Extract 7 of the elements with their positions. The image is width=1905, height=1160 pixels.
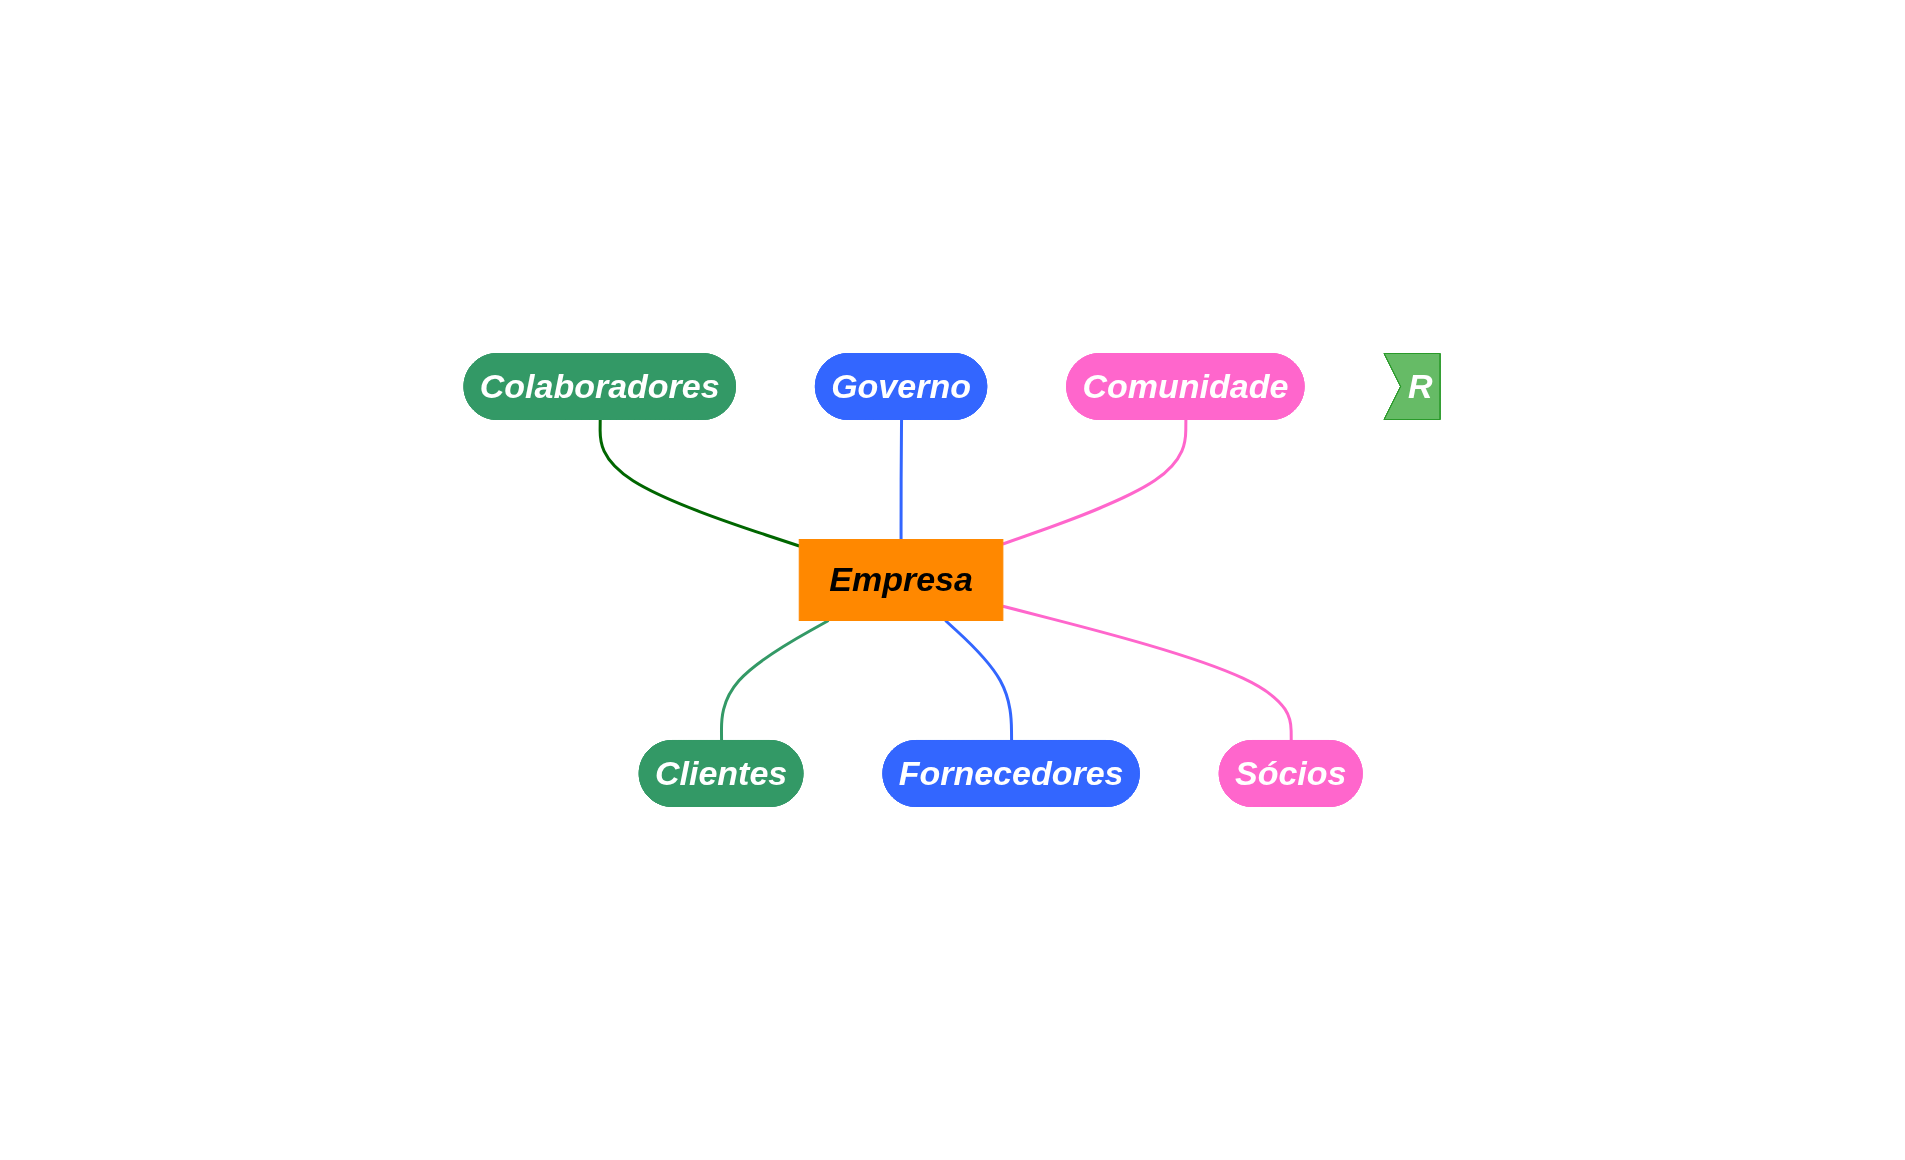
connector: [720, 619, 830, 741]
connector: [599, 420, 801, 548]
connector: [944, 619, 1014, 741]
connector: [1002, 604, 1294, 741]
connector: [1002, 420, 1188, 546]
node-box: Empresa: [799, 539, 1004, 621]
connector: [900, 420, 904, 540]
